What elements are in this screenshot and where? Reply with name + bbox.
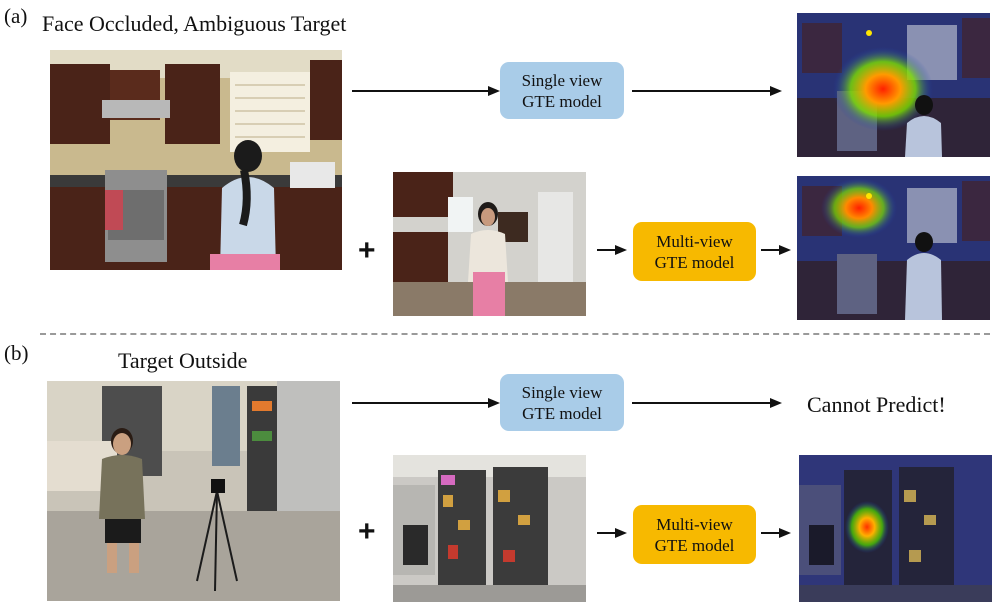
arrow-b-multi-to-heatmap bbox=[761, 528, 791, 538]
multi-view-line2-b: GTE model bbox=[654, 535, 735, 555]
plus-sign-a: + bbox=[358, 234, 376, 267]
arrow-a-to-multi bbox=[597, 245, 627, 255]
multi-view-heatmap-b bbox=[799, 455, 992, 602]
multi-view-heatmap-a bbox=[797, 176, 990, 320]
man-office-photo bbox=[47, 381, 340, 601]
multi-view-line2: GTE model bbox=[654, 252, 735, 272]
plus-sign-b: + bbox=[358, 515, 376, 548]
arrow-a-to-single bbox=[352, 86, 500, 96]
single-view-line1-b: Single view bbox=[521, 382, 603, 402]
kitchen-back-view-photo bbox=[50, 50, 342, 270]
panel-b-caption: Target Outside bbox=[118, 348, 248, 373]
single-view-line2-b: GTE model bbox=[522, 403, 602, 423]
multi-view-line1-b: Multi-view bbox=[656, 514, 733, 534]
multi-view-gte-box-a: Multi-view GTE model bbox=[633, 222, 756, 281]
multi-view-gte-box-b: Multi-view GTE model bbox=[633, 505, 756, 564]
single-view-gte-box-a: Single view GTE model bbox=[500, 62, 624, 119]
shelves-view-photo bbox=[393, 455, 586, 602]
arrow-b-to-single bbox=[352, 398, 500, 408]
multi-view-line1: Multi-view bbox=[656, 231, 733, 251]
panel-divider bbox=[40, 333, 990, 335]
panel-b-tag: (b) bbox=[4, 341, 29, 365]
single-view-heatmap-a bbox=[797, 13, 990, 157]
arrow-b-single-to-result bbox=[632, 398, 782, 408]
panel-a-tag: (a) bbox=[4, 4, 28, 28]
arrow-a-multi-to-heatmap bbox=[761, 245, 791, 255]
cannot-predict-text: Cannot Predict! bbox=[807, 392, 946, 417]
arrow-b-to-multi bbox=[597, 528, 627, 538]
single-view-line1: Single view bbox=[521, 70, 603, 90]
single-view-line2: GTE model bbox=[522, 91, 602, 111]
single-view-gte-box-b: Single view GTE model bbox=[500, 374, 624, 431]
arrow-a-single-to-heatmap bbox=[632, 86, 782, 96]
front-view-photo-a bbox=[393, 172, 586, 316]
panel-a-caption: Face Occluded, Ambiguous Target bbox=[42, 11, 347, 36]
